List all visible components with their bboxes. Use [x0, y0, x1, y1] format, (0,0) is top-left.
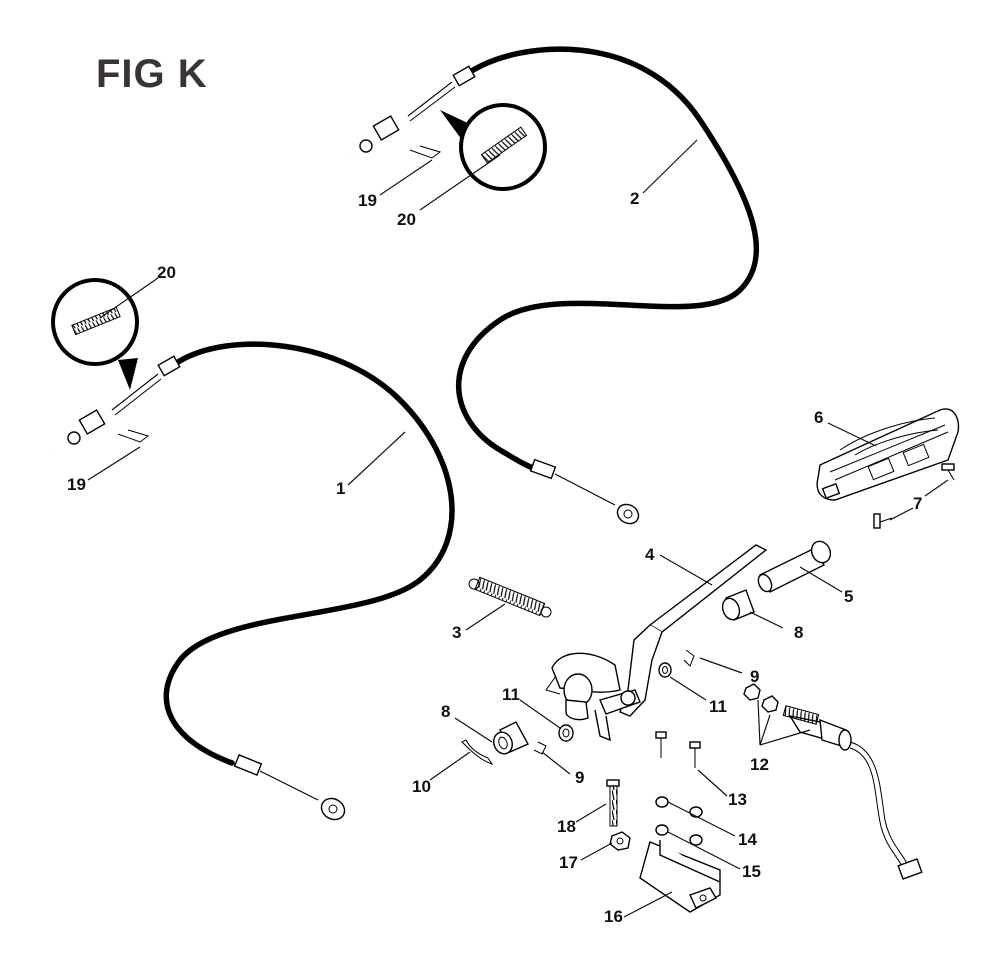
callout-6: 6: [814, 408, 823, 427]
nut-17: [609, 831, 631, 851]
lock-washer-14-a: [655, 796, 669, 808]
bolt-18: [606, 779, 620, 827]
callout-9-left: 9: [575, 768, 584, 787]
lock-washer-14-b: [689, 806, 703, 818]
pivot-pin-5: [757, 540, 832, 593]
spring-20-detail-left: [51, 278, 139, 390]
callout-15: 15: [742, 862, 761, 881]
nut-15-b: [689, 834, 703, 846]
callout-19-top: 19: [358, 191, 377, 210]
cable-1: [52, 341, 455, 821]
callout-12: 12: [750, 755, 769, 774]
callout-20-top: 20: [397, 210, 416, 229]
pedal-pad-6: [816, 408, 960, 501]
bolt-13-b: [689, 741, 701, 768]
washer-11-left: [558, 724, 574, 742]
cotter-pin-10: [461, 739, 494, 765]
callout-14: 14: [738, 830, 757, 849]
pedal-arm-4: [545, 544, 768, 742]
callout-5: 5: [844, 587, 853, 606]
hex-nuts-12: [743, 683, 779, 713]
callout-18: 18: [557, 817, 576, 836]
hair-pin-9-bottom: [533, 741, 547, 755]
callout-7: 7: [913, 494, 922, 513]
callout-11-left: 11: [502, 685, 520, 704]
safety-switch: [782, 705, 923, 880]
callout-4: 4: [645, 545, 655, 564]
callout-20-left: 20: [157, 263, 176, 282]
nut-15-a: [655, 824, 669, 836]
leader-lines: [87, 139, 949, 918]
callout-3: 3: [452, 623, 461, 642]
hair-pin-19-top: [409, 145, 442, 159]
extension-spring-3: [468, 576, 552, 618]
callout-16: 16: [604, 907, 623, 926]
callout-19-left: 19: [67, 475, 86, 494]
callout-8-right: 8: [794, 623, 803, 642]
washer-11-right: [658, 662, 672, 678]
callout-8-left: 8: [441, 702, 450, 721]
spring-20-detail-top: [440, 103, 547, 191]
hair-pin-19-left: [117, 429, 150, 443]
bushing-8-left: [493, 721, 529, 755]
figure-title: FIG K: [96, 52, 208, 96]
callout-2: 2: [630, 189, 639, 208]
callout-13: 13: [728, 790, 747, 809]
pivot-bushing: [563, 673, 593, 721]
callout-1: 1: [336, 479, 345, 498]
screw-7-b: [941, 463, 955, 481]
callout-labels: 1 2 3 4 5 6 7 8 8 9 9 10 11 11 12 13 14 …: [67, 189, 922, 926]
callout-9-right: 9: [750, 667, 759, 686]
bracket-16: [639, 840, 721, 913]
bolt-13-a: [655, 731, 667, 758]
screw-7-a: [873, 513, 893, 529]
bushing-8-right: [721, 589, 755, 621]
hair-pin-9-top: [683, 649, 695, 667]
callout-10: 10: [412, 777, 431, 796]
callout-17: 17: [559, 853, 578, 872]
cable-2: [351, 46, 760, 525]
callout-11-right: 11: [709, 697, 727, 716]
